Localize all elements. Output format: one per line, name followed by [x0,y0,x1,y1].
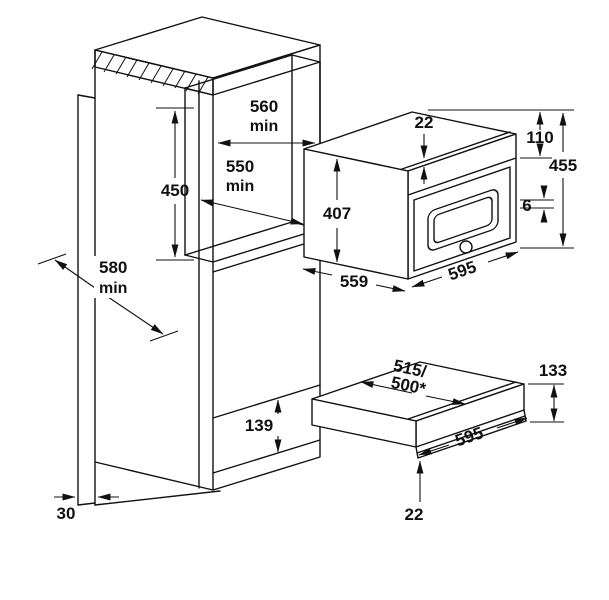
oven-top-inset-label: 22 [415,113,434,132]
dim-oven-depth: 559 [302,268,406,292]
plinth-top-line [212,439,321,474]
dim-control-panel-height: 110 [428,109,574,159]
dim-oven-height: 455 [520,112,577,249]
dim-niche-depth: 550 min [200,157,304,225]
cabinet-side-bottom-edge [94,461,214,491]
niche-width-label: 560 [250,97,278,116]
dim-oven-bottom-gap: 6 [520,185,554,223]
niche-width-min-label: min [250,118,278,135]
drawer-fascia-bottom-line [417,420,527,459]
dim-oven-door-height: 407 [323,158,351,263]
tall-cabinet [77,16,321,506]
dim-cabinet-depth: 580 min [37,253,179,342]
floor-line [94,490,221,506]
warming-drawer [311,361,527,459]
dim-oven-top-inset: 22 [415,113,434,184]
section-hatching [91,51,209,95]
oven-top-flange-line [401,131,511,170]
oven-door [413,166,511,272]
cabinet-front-face [212,44,321,491]
cabinet-depth-label: 580 [99,258,127,277]
dim-niche-width: 560 min [217,97,316,147]
niche-depth-label: 550 [226,157,254,176]
niche-height-label: 450 [161,181,189,200]
cabinet-depth-min-label: min [99,280,127,297]
drawer-recess-top-line [212,384,321,419]
cabinet-top-face [94,16,321,79]
niche-depth-min-label: min [226,178,254,195]
oven-door-height-label: 407 [323,204,351,223]
drawer-height-label: 133 [539,361,567,380]
base-recess-height-label: 139 [245,416,273,435]
dim-plinth-recess: 30 [54,493,119,523]
label-backplate [94,256,152,298]
control-panel-height-label: 110 [526,128,553,147]
dim-niche-height: 450 [156,107,194,261]
oven-height-label: 455 [549,156,577,175]
dim-base-recess-height: 139 [245,399,282,453]
dim-drawer-height: 133 [528,361,567,423]
control-panel-line [407,157,517,196]
built-in-oven [303,111,517,280]
dim-drawer-bottom-inset: 22 [405,460,424,524]
oven-door-window [427,189,499,251]
drawer-fascia-line [416,415,526,454]
drawer-bottom-inset-label: 22 [405,505,424,524]
oven-left-face [303,148,409,280]
oven-bottom-gap-label: 6 [522,196,531,215]
plinth-recess-label: 30 [57,504,76,523]
oven-depth-label: 559 [340,272,368,291]
oven-knob [459,240,473,254]
